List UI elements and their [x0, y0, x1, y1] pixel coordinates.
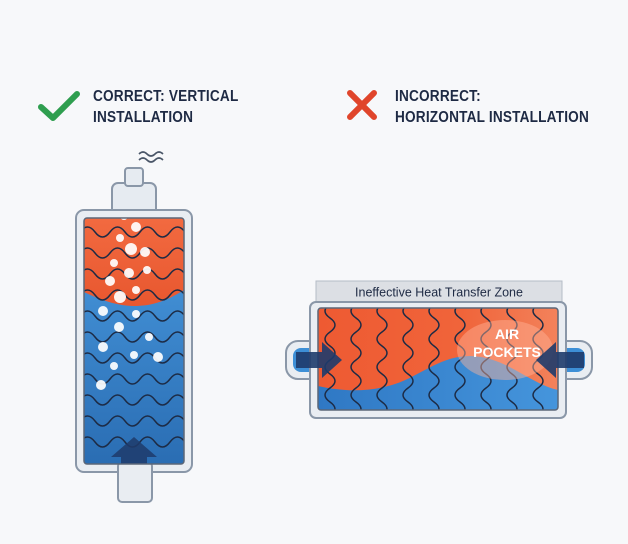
air-bubble: [116, 234, 124, 242]
top-vent: [111, 151, 164, 216]
air-pockets-label-line2: POCKETS: [473, 344, 541, 360]
air-bubble: [143, 266, 151, 274]
ineffective-zone-label: Ineffective Heat Transfer Zone: [355, 286, 523, 300]
air-bubble: [153, 352, 163, 362]
cross-icon: [347, 90, 377, 120]
vertical-flow-waves: [84, 226, 184, 448]
correct-label-line2: INSTALLATION: [93, 109, 194, 126]
left-flow-arrow: [296, 342, 342, 378]
air-pocket-highlight: [457, 320, 553, 380]
air-bubble: [110, 362, 118, 370]
air-bubble: [110, 259, 118, 267]
incorrect-label-line1: INCORRECT:: [395, 88, 481, 105]
air-bubble: [105, 276, 115, 286]
air-bubble: [132, 286, 140, 294]
air-bubbles: [96, 218, 163, 390]
air-bubble: [140, 247, 150, 257]
incorrect-label: INCORRECT: HORIZONTAL INSTALLATION: [395, 86, 589, 128]
incorrect-label-line2: HORIZONTAL INSTALLATION: [395, 109, 589, 126]
air-pockets-label-line1: AIR: [495, 326, 519, 342]
air-bubble: [130, 351, 138, 359]
air-bubble: [98, 306, 108, 316]
right-flow-arrow: [536, 342, 584, 378]
air-bubble: [114, 322, 124, 332]
vertical-heat-exchanger: [75, 151, 193, 503]
check-icon: [38, 91, 80, 121]
air-bubble: [114, 291, 126, 303]
correct-label-line1: CORRECT: VERTICAL: [93, 88, 239, 105]
horizontal-heat-exchanger: Ineffective Heat Transfer Zone AIR POCKE…: [285, 280, 593, 419]
air-bubble: [96, 380, 106, 390]
air-bubble: [125, 243, 137, 255]
air-bubble: [124, 268, 134, 278]
air-bubble: [145, 333, 153, 341]
bottom-inlet: [117, 460, 153, 503]
air-bubble: [131, 222, 141, 232]
air-bubble: [98, 342, 108, 352]
correct-label: CORRECT: VERTICAL INSTALLATION: [93, 86, 238, 128]
air-bubble: [132, 310, 140, 318]
